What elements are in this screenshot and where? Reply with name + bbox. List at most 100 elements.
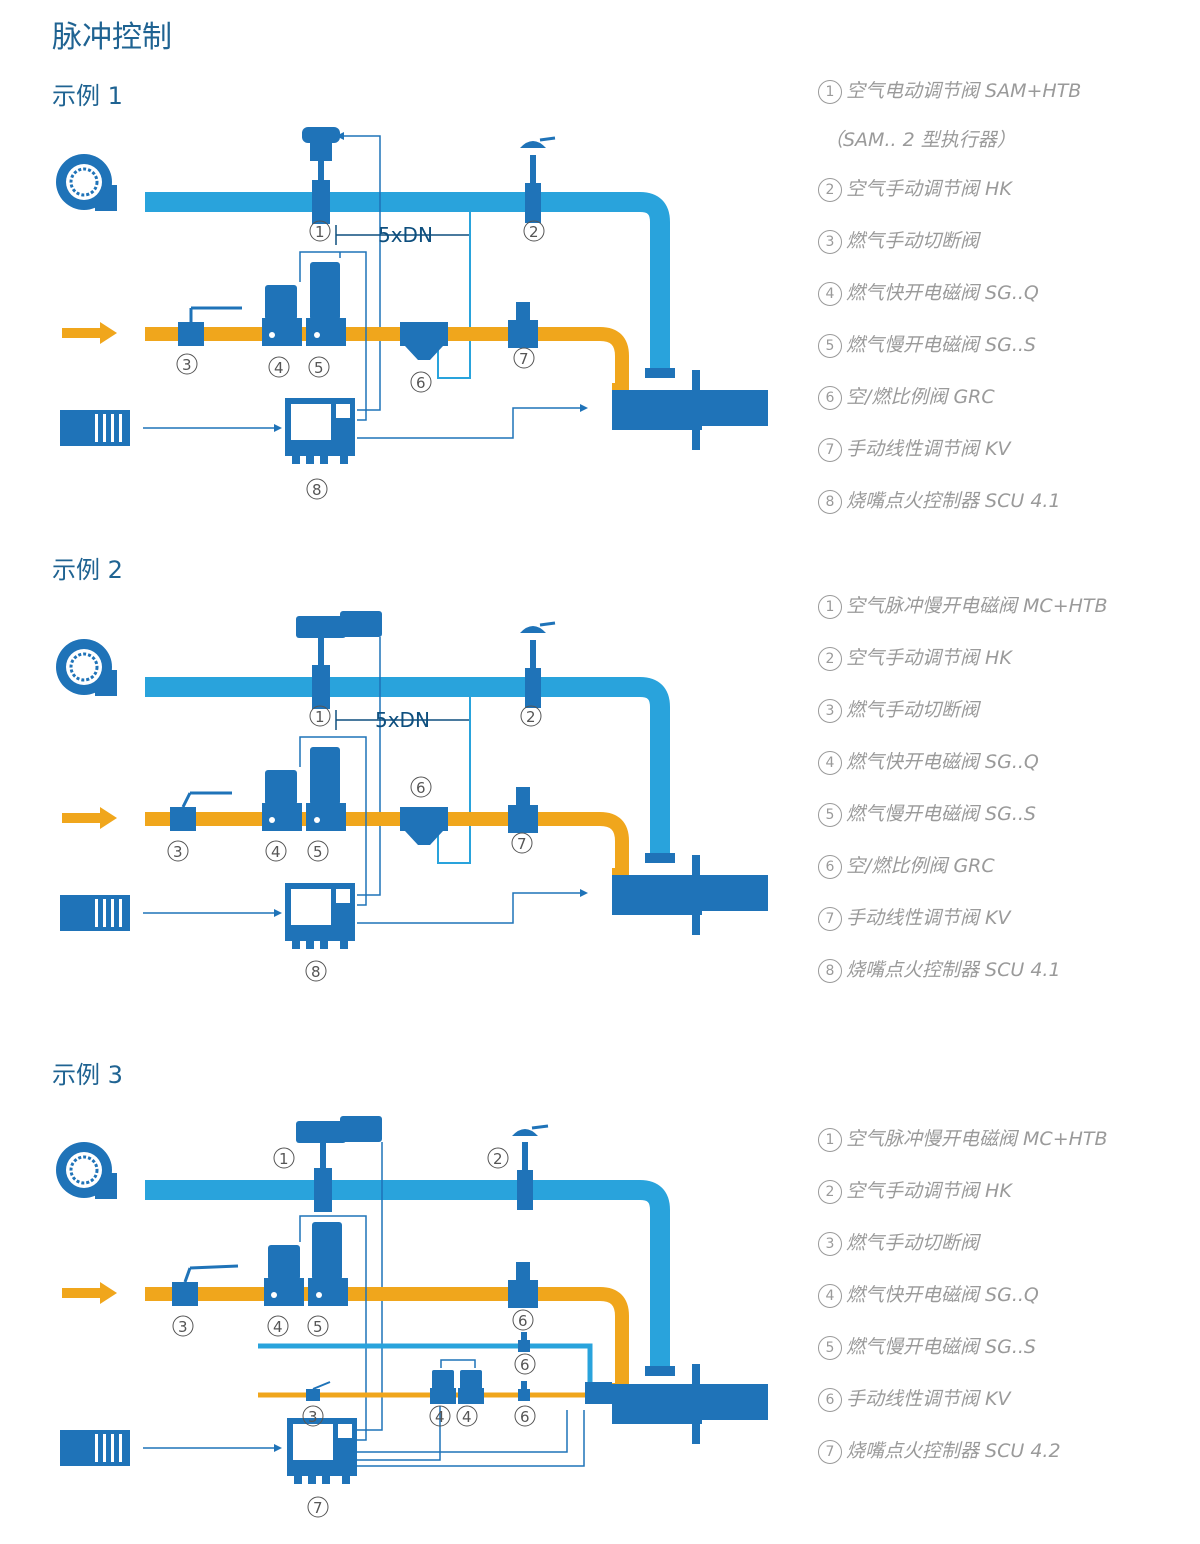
air-pipe <box>145 1180 670 1370</box>
component-label: 2 <box>487 1147 509 1169</box>
air-pulse-valve-icon <box>296 1116 382 1212</box>
component-label: 5 <box>307 1315 329 1337</box>
component-label: 3 <box>167 840 189 862</box>
diagram-example-2: 5xDN <box>56 611 768 982</box>
svg-text:3: 3 <box>182 356 192 374</box>
svg-text:7: 7 <box>313 1499 323 1517</box>
dimension-label: 5xDN <box>378 223 433 247</box>
solenoid-valve-slow-icon <box>306 747 346 831</box>
ball-valve-icon <box>170 791 232 831</box>
component-label: 1 <box>309 705 331 727</box>
air-pipe <box>145 677 670 857</box>
component-label: 4 <box>429 1405 451 1427</box>
component-label: 7 <box>513 347 535 369</box>
svg-text:2: 2 <box>529 223 539 241</box>
component-label: 4 <box>456 1405 478 1427</box>
burner-icon <box>612 368 768 450</box>
burner-icon <box>585 1364 768 1444</box>
gas-pipe <box>145 812 629 882</box>
pilot-solenoid-valve-icon <box>430 1370 456 1404</box>
component-label: 3 <box>176 353 198 375</box>
component-label: 7 <box>511 832 533 854</box>
diagram-example-3: 1 2 3 4 5 6 6 6 3 4 4 7 <box>56 1116 768 1518</box>
solenoid-valve-slow-icon <box>308 1222 348 1306</box>
component-label: 4 <box>267 1315 289 1337</box>
gas-inlet-arrow <box>62 322 117 344</box>
burner-icon <box>612 853 768 935</box>
component-label: 6 <box>410 776 432 798</box>
component-label: 6 <box>514 1353 536 1375</box>
control-cabinet-icon <box>60 1430 130 1466</box>
svg-text:3: 3 <box>173 843 183 861</box>
ball-valve-icon <box>172 1264 239 1306</box>
air-manual-valve-icon <box>512 1124 549 1210</box>
svg-text:1: 1 <box>279 1150 289 1168</box>
svg-text:4: 4 <box>462 1408 472 1426</box>
svg-text:6: 6 <box>520 1356 530 1374</box>
control-cabinet-icon <box>60 895 130 931</box>
component-label: 6 <box>514 1405 536 1427</box>
air-manual-valve-icon <box>520 136 556 223</box>
pilot-air-valve-icon <box>518 1332 530 1352</box>
component-label: 4 <box>268 356 290 378</box>
svg-text:8: 8 <box>311 963 321 981</box>
svg-text:6: 6 <box>518 1312 528 1330</box>
component-label: 3 <box>302 1405 324 1427</box>
svg-text:2: 2 <box>493 1150 503 1168</box>
fan-icon <box>56 1142 117 1199</box>
example-2-title: 示例 2 <box>52 556 123 584</box>
svg-text:8: 8 <box>312 481 322 499</box>
air-pulse-valve-icon <box>296 611 382 709</box>
solenoid-valve-slow-icon <box>306 262 346 346</box>
pilot-linear-valve-icon <box>518 1381 530 1401</box>
component-label: 6 <box>410 371 432 393</box>
linear-valve-icon <box>508 787 538 833</box>
solenoid-valve-quick-icon <box>264 1245 304 1306</box>
fan-icon <box>56 639 117 696</box>
svg-text:4: 4 <box>274 359 284 377</box>
dimension-label: 5xDN <box>375 708 430 732</box>
component-label: 3 <box>172 1315 194 1337</box>
legend-item: （SAM.. 2 型执行器） <box>824 129 1016 151</box>
svg-text:6: 6 <box>520 1408 530 1426</box>
fan-icon <box>56 154 117 211</box>
svg-text:1: 1 <box>315 223 325 241</box>
burner-controller-icon <box>287 1418 357 1484</box>
gas-inlet-arrow <box>62 807 117 829</box>
component-label: 8 <box>305 960 327 982</box>
air-motor-valve-icon <box>302 127 340 224</box>
burner-controller-icon <box>285 883 355 949</box>
svg-text:4: 4 <box>273 1318 283 1336</box>
ball-valve-icon <box>178 306 242 346</box>
svg-text:3: 3 <box>178 1318 188 1336</box>
svg-text:6: 6 <box>416 779 426 797</box>
pilot-air-pipe <box>258 1343 593 1382</box>
gas-pipe <box>145 1287 629 1397</box>
solenoid-valve-quick-icon <box>262 770 302 831</box>
svg-text:7: 7 <box>519 350 529 368</box>
svg-text:4: 4 <box>435 1408 445 1426</box>
example-1-title: 示例 1 <box>52 82 123 110</box>
svg-text:7: 7 <box>517 835 527 853</box>
diagram-example-1: 5xDN <box>56 127 768 500</box>
